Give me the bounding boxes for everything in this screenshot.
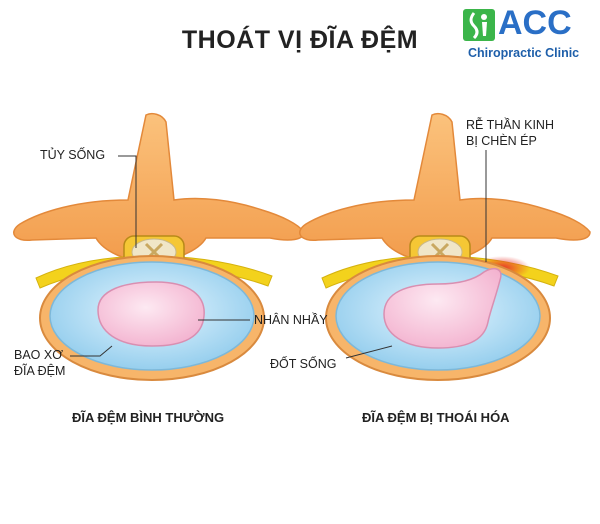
page-title: THOÁT VỊ ĐĨA ĐỆM bbox=[181, 26, 419, 54]
nucleus-pulposus bbox=[97, 281, 205, 347]
chiropractic-spine-icon bbox=[463, 9, 495, 41]
herniated-vertebra bbox=[299, 112, 591, 381]
vertebra-bone bbox=[13, 112, 305, 263]
label-annulus-line2: ĐĨA ĐỆM bbox=[14, 364, 66, 378]
caption-degenerated: ĐĨA ĐỆM BỊ THOÁI HÓA bbox=[362, 410, 510, 425]
leader-lines bbox=[70, 150, 487, 359]
label-nerve-root-line2: BỊ CHÈN ÉP bbox=[466, 134, 537, 148]
caption-normal: ĐĨA ĐỆM BÌNH THƯỜNG bbox=[72, 410, 225, 425]
normal-vertebra bbox=[13, 112, 305, 381]
herniated-nucleus bbox=[383, 267, 502, 349]
label-nerve-root-line1: RỄ THẦN KINH bbox=[466, 118, 554, 132]
label-nucleus: NHÂN NHẦY bbox=[254, 313, 328, 327]
label-annulus-line1: BAO XƠ bbox=[14, 348, 63, 362]
logo-brand: ACC bbox=[498, 4, 572, 42]
label-vertebra: ĐỐT SỐNG bbox=[270, 357, 337, 371]
acc-logo: ACC Chiropractic Clinic bbox=[462, 4, 596, 62]
label-spinal-cord: TỦY SỐNG bbox=[40, 148, 106, 162]
logo-tagline: Chiropractic Clinic bbox=[468, 46, 580, 60]
